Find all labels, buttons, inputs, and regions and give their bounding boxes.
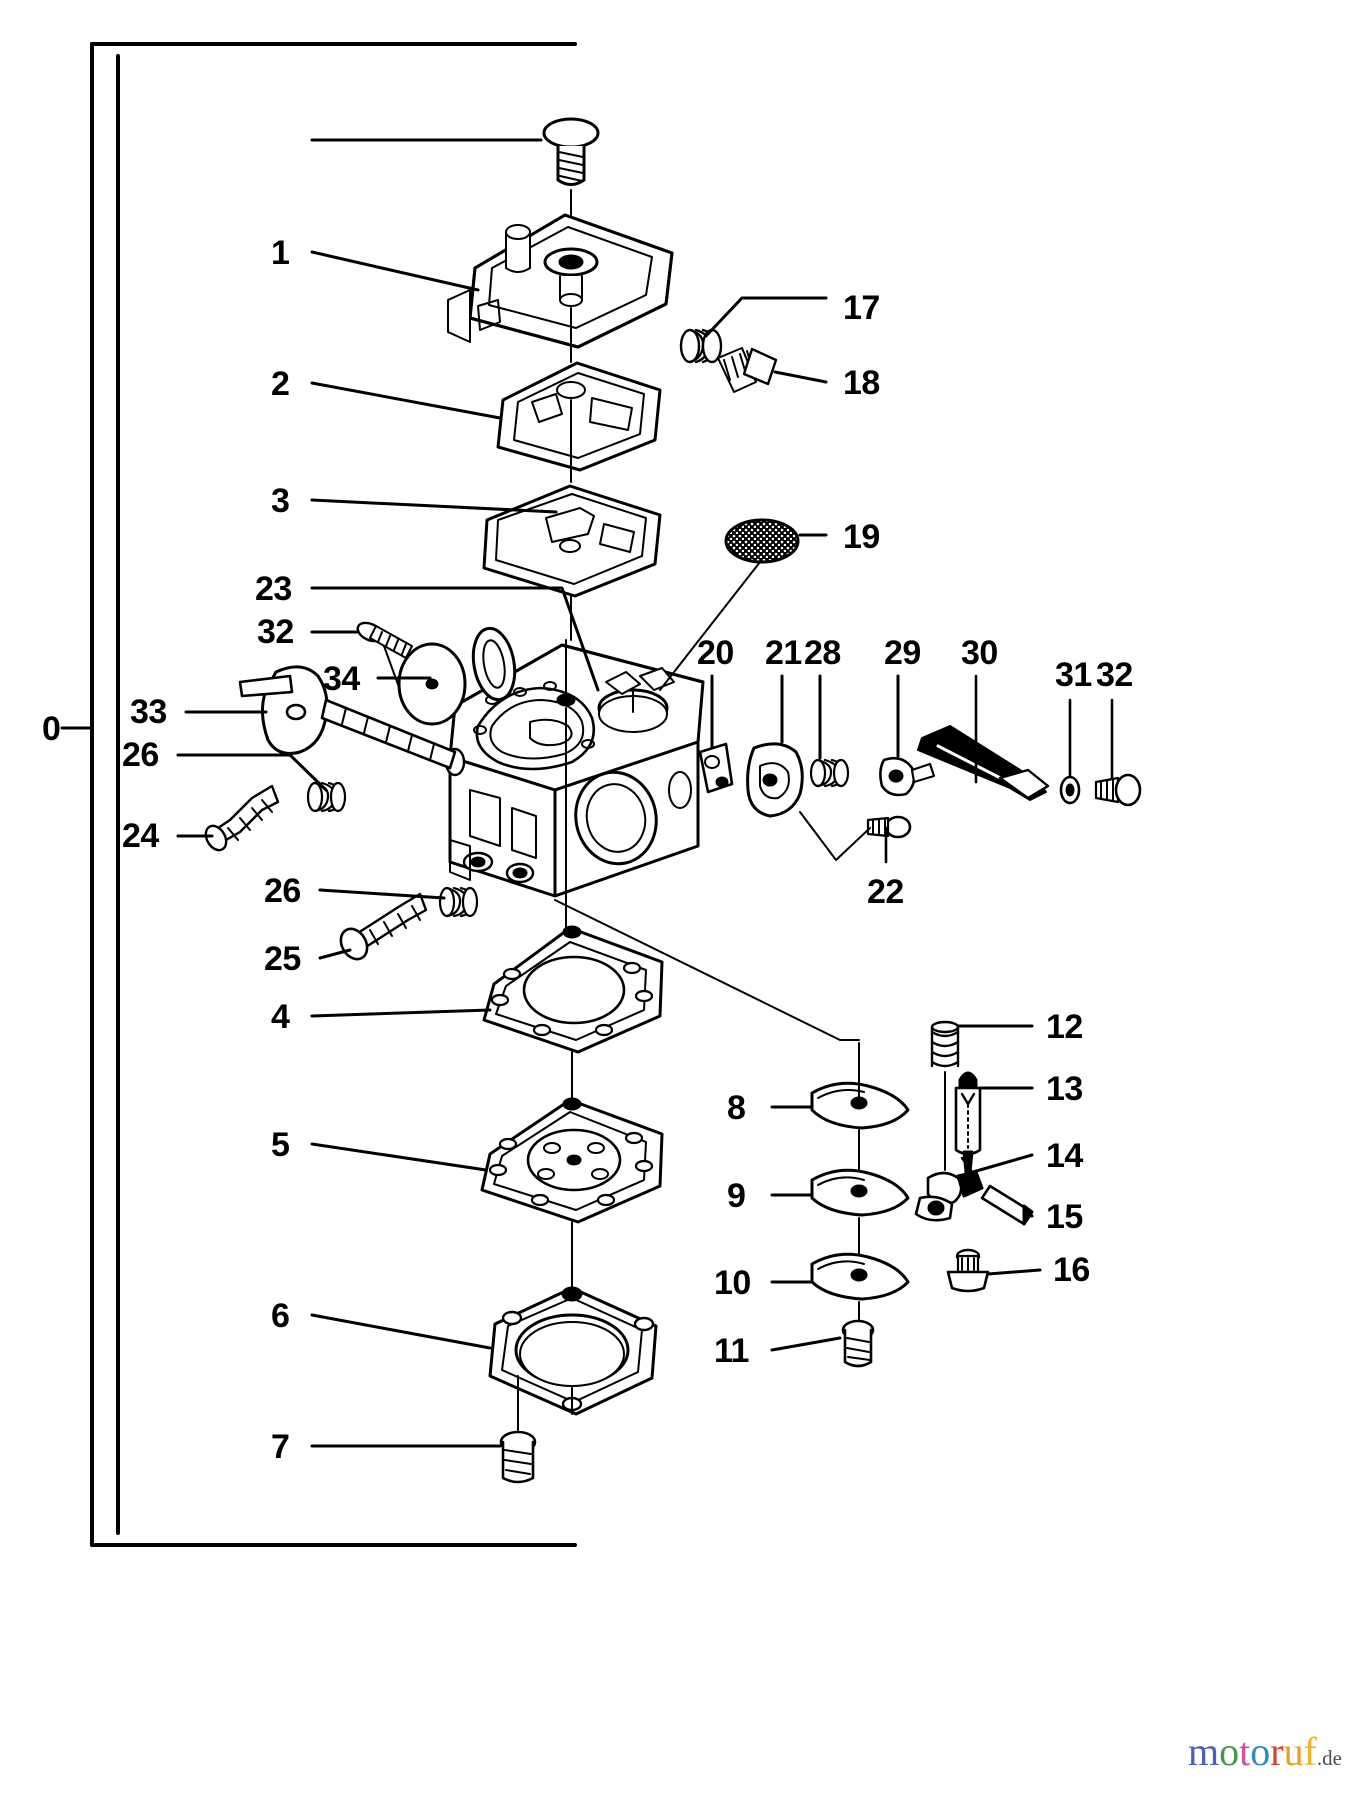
callout-15: 15 [1046,1198,1083,1236]
callout-32-right: 32 [1096,656,1133,694]
callout-16: 16 [1053,1251,1090,1289]
callout-6: 6 [271,1297,290,1335]
part-7-screw [499,1430,537,1484]
part-21-cam-plate [746,742,804,818]
callout-1: 1 [271,234,290,272]
callout-23: 23 [255,570,292,608]
callout-31: 31 [1055,656,1092,694]
callout-30: 30 [961,634,998,672]
callout-22: 22 [867,873,904,911]
part-22-screw [866,815,912,839]
part-29-swivel [879,756,936,797]
watermark-letter-r: r [1270,1729,1284,1774]
watermark-letter-t: t [1239,1729,1251,1774]
part-3-diaphragm [482,484,662,641]
callout-26-upper: 26 [122,736,159,774]
callout-18: 18 [843,364,880,402]
callout-9: 9 [727,1177,746,1215]
callout-28: 28 [804,634,841,672]
callout-12: 12 [1046,1008,1083,1046]
watermark-letter-o2: o [1250,1729,1271,1774]
watermark-letter-u: u [1283,1729,1304,1774]
part-11-screw [841,1319,875,1368]
callout-14: 14 [1046,1137,1083,1175]
part-26-lower-spring [438,886,479,918]
part-26-upper-spring [306,781,347,813]
part-14-inlet-lever [914,1156,984,1222]
part-33-throttle-lever [238,665,457,770]
callout-21: 21 [765,634,802,672]
part-9-blade [810,1168,910,1269]
part-12-spring [930,1020,960,1171]
callout-29: 29 [884,634,921,672]
callout-33: 33 [130,693,167,731]
watermark-letter-f: f [1303,1729,1317,1774]
callout-26-lower: 26 [264,872,301,910]
callout-2: 2 [271,365,290,403]
part-18-screw [717,347,778,393]
part-4-gasket [482,925,664,1113]
part-23-choke-plate [471,626,517,702]
part-34-throttle-disc [397,642,467,726]
callout-25: 25 [264,940,301,978]
callout-34: 34 [323,660,360,698]
part-13-needle-valve [954,1071,982,1174]
watermark-suffix: .de [1316,1746,1342,1770]
part-20-plate [698,742,734,794]
part-8-blade [810,1042,910,1187]
callout-19: 19 [843,518,880,556]
part-16-screw [946,1248,990,1293]
part-2-gasket [496,361,662,483]
part-19-screen [724,518,800,564]
callout-8: 8 [727,1089,746,1127]
part-30-link-lever [917,725,1050,801]
callout-13: 13 [1046,1070,1083,1108]
callout-4: 4 [271,998,290,1036]
watermark-letter-m: m [1188,1729,1220,1774]
part-10-blade [810,1252,910,1327]
part-32-right-screw [1094,773,1142,807]
callout-24: 24 [122,817,159,855]
part-15-pin [980,1184,1034,1226]
assembly-bracket [90,42,577,1547]
part-28-spring [809,758,850,788]
watermark-letter-o1: o [1219,1729,1240,1774]
callout-10: 10 [714,1264,751,1302]
part-24-mixture-screw [204,784,280,852]
callout-7: 7 [271,1428,290,1466]
callout-17: 17 [843,289,880,327]
callout-5: 5 [271,1126,290,1164]
callout-0: 0 [42,710,61,748]
part-1-cover [447,213,674,363]
motoruf-watermark: motoruf.de [1188,1732,1342,1778]
part-6-cover-plate [488,1286,658,1431]
leader-lines [176,138,1114,1448]
part-32-left-screw [356,621,413,659]
callout-3: 3 [271,482,290,520]
part-25-idle-screw [339,892,428,961]
callout-11: 11 [714,1332,749,1370]
part-31-washer [1059,775,1081,805]
part-17-spring [679,328,723,364]
callout-32-left: 32 [257,613,294,651]
callout-20: 20 [697,634,734,672]
part-5-diaphragm [480,1097,664,1289]
